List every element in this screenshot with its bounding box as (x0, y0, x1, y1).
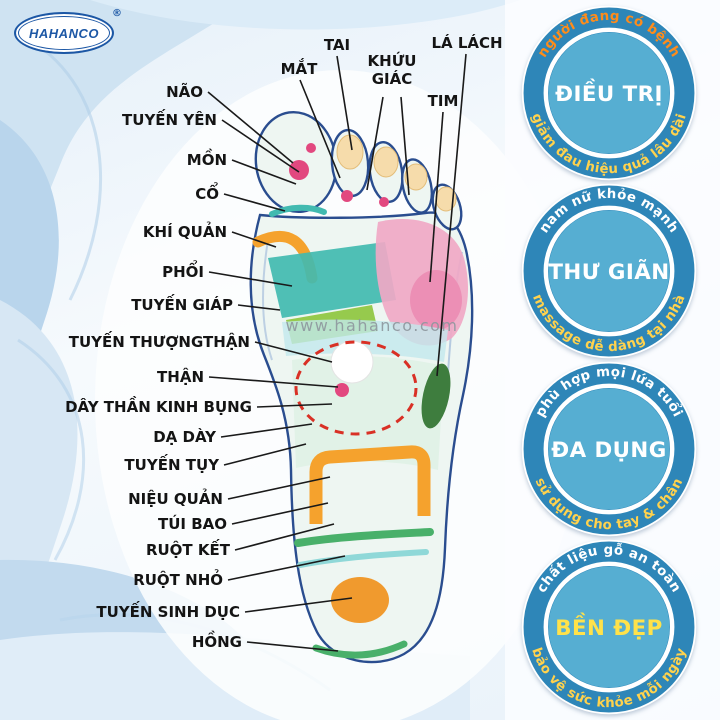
connector-line (227, 476, 331, 500)
connector-line (223, 443, 307, 466)
connector-line (227, 555, 346, 581)
connector-line (234, 523, 335, 551)
zone-neck-band (269, 204, 327, 217)
brand-name: HAHANCO (29, 25, 99, 41)
connector-line (207, 91, 294, 164)
connector-line (429, 111, 444, 283)
connector-line (244, 597, 353, 613)
label-tuyen-tuy: TUYẾN TỤY (124, 453, 220, 474)
label-mat: MẮT (281, 57, 319, 78)
zone-green-band (294, 528, 434, 547)
label-tim: TIM (428, 92, 459, 110)
bg-swirl-line (17, 338, 86, 561)
label-ruot-ket: RUỘT KẾT (146, 538, 231, 559)
badge-center-text: BỀN ĐẸP (555, 612, 662, 641)
badge-white-ring (543, 383, 675, 515)
label-nieu-quan: NIỆU QUẢN (128, 487, 223, 508)
badge-center-text: ĐIỀU TRỊ (555, 78, 663, 107)
label-day-than-kinh-bung: DÂY THẦN KINH BỤNG (65, 395, 252, 416)
connector-line (221, 119, 300, 173)
badge-thu-gian: nam nữ khỏe mạnh massage dễ dàng tại nhà… (521, 183, 697, 359)
bg-swirl-line (29, 38, 103, 301)
badge-dieu-tri: người đang có bệnh giảm đau hiệu quả lâu… (521, 5, 697, 181)
badge-inner-disc (548, 32, 670, 154)
label-da-day: DẠ DÀY (153, 427, 217, 446)
zone-ear-pad (373, 146, 399, 178)
logo-oval: HAHANCO (14, 12, 114, 54)
label-tui-bao: TÚI BAO (158, 514, 227, 533)
zone-hip-arc (312, 640, 408, 659)
zone-point (379, 197, 389, 207)
connector-line (366, 96, 384, 191)
label-than: THẬN (157, 366, 204, 386)
registered-mark-icon: ® (112, 8, 122, 19)
foot-reflexology-diagram: TAI MẮT KHỨU GIÁC LÁ LÁCH TIM NÃO TUYẾN … (65, 33, 503, 664)
connector-line (237, 304, 281, 311)
connector-line (256, 403, 333, 408)
badge-center-text: THƯ GIÃN (548, 259, 669, 285)
zone-heart-inner (410, 270, 462, 330)
label-tuyen-yen: TUYẾN YÊN (122, 108, 217, 129)
connector-line (231, 231, 277, 248)
zone-eye-point (341, 190, 353, 202)
connector-line (436, 53, 467, 377)
badge-center-text: ĐA DỤNG (551, 438, 666, 463)
connector-line (208, 271, 293, 287)
bg-wave (90, 0, 520, 30)
label-nao: NÃO (166, 82, 203, 101)
connector-line (208, 376, 339, 388)
zone-gonad (331, 577, 389, 623)
connector-line (254, 341, 333, 363)
label-tuyen-thuong-than: TUYẾN THƯỢNGTHẬN (69, 330, 250, 351)
badge-inner-disc (548, 388, 670, 510)
zone-adrenal-circle (330, 340, 374, 384)
zone-dashed-ellipse (294, 340, 418, 436)
connector-lines (207, 53, 467, 652)
badge-white-ring (543, 561, 675, 693)
label-la-lach: LÁ LÁCH (431, 33, 502, 52)
zone-mid-band (282, 319, 448, 362)
badge-white-ring (543, 27, 675, 159)
connector-line (223, 193, 286, 212)
badge-ben-dep: chất liệu gỗ an toàn bảo vệ sức khỏe mỗi… (521, 539, 697, 715)
zone-stomach-region (292, 355, 444, 470)
label-ruot-nho: RUỘT NHỎ (133, 568, 223, 589)
connector-line (299, 79, 341, 179)
label-hong: HỒNG (192, 629, 242, 651)
label-khuu: KHỨU (368, 51, 417, 70)
benefit-badges: người đang có bệnh giảm đau hiệu quả lâu… (520, 4, 698, 716)
reflex-zones (252, 134, 468, 659)
label-co: CỔ (195, 181, 219, 203)
watermark: www.hahanco.com (286, 316, 459, 335)
connector-line (220, 423, 313, 438)
label-tai: TAI (324, 36, 350, 54)
zone-brain-point (289, 160, 309, 180)
zone-ear-pad (404, 163, 428, 191)
zone-lungs (268, 242, 396, 318)
badge-white-ring (543, 205, 675, 337)
zone-pituitary-point (306, 143, 316, 153)
connector-line (400, 96, 410, 196)
label-tuyen-giap: TUYẾN GIÁP (131, 293, 233, 314)
zone-spleen (421, 363, 451, 429)
label-khi-quan: KHÍ QUẢN (143, 220, 227, 241)
label-phoi: PHỔI (162, 259, 204, 281)
connector-line (336, 55, 353, 151)
label-giac: GIÁC (372, 69, 413, 88)
label-mon: MỒN (187, 147, 227, 169)
bg-wave (0, 0, 250, 285)
badge-inner-disc (548, 210, 670, 332)
connector-line (231, 159, 297, 185)
zone-colon-band (309, 445, 431, 524)
badge-da-dung: phù hợp mọi lứa tuổi sử dụng cho tay & c… (521, 361, 697, 537)
brand-logo: HAHANCO ® (14, 8, 122, 58)
badge-inner-disc (548, 566, 670, 688)
connector-line (231, 502, 329, 525)
label-tuyen-sinh-duc: TUYẾN SINH DỤC (96, 600, 240, 621)
connector-line (246, 641, 339, 652)
zone-kidney-point (335, 383, 349, 397)
